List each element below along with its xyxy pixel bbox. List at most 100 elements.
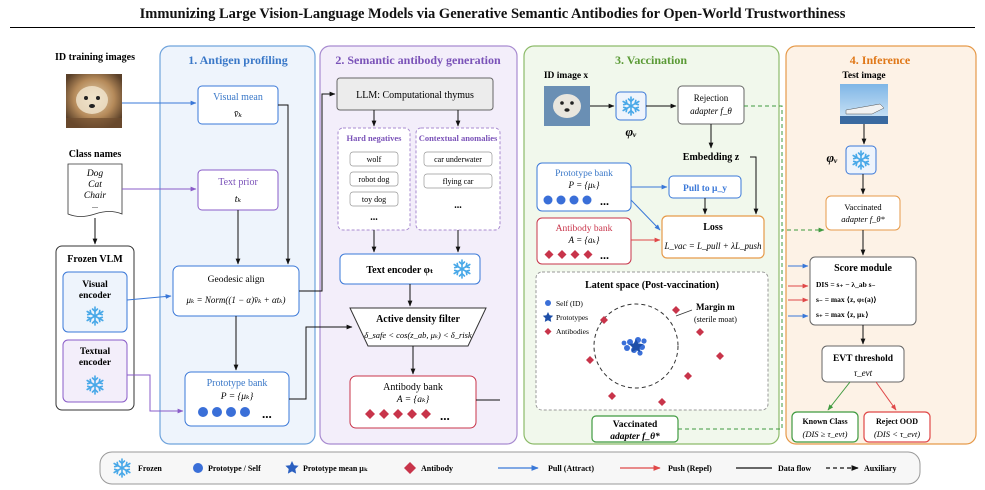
loss-box (661, 215, 765, 259)
vaccinated-adapter-label: adapter f_θ* (610, 431, 660, 442)
text-encoder-label: Text encoder φₜ (366, 265, 433, 276)
loss-formula: L_vac = L_pull + λL_push (663, 241, 762, 251)
rejection-adapter-label: Rejection (694, 93, 729, 103)
arrow-embedding-to-loss (750, 156, 759, 215)
legend-self-label: Self (ID) (556, 299, 583, 308)
legend-antibodies-label: Antibodies (556, 327, 589, 336)
antibody-bank-ellipsis: ... (600, 248, 609, 262)
hard-item-box (349, 171, 399, 187)
hard-item-label: toy dog (362, 195, 386, 204)
phi-v-label: φᵥ (827, 150, 839, 165)
arrow-evt-to-known (827, 381, 851, 411)
context-item-box (423, 151, 493, 167)
margin-label: Margin m (696, 302, 735, 312)
prototype-bank-formula: P = {μₖ} (568, 180, 600, 190)
prototype-dots (543, 195, 592, 205)
hard-negatives-label: Hard negatives (346, 133, 402, 143)
antibody-bank-formula: A = {aₖ} (568, 235, 600, 245)
context-item-label: car underwater (434, 155, 482, 164)
class-names-document (67, 163, 123, 217)
geodesic-formula: μₖ = Norm((1 − α)v̄ₖ + αtₖ) (185, 295, 285, 305)
antibody-bank-label: Antibody bank (556, 224, 613, 234)
visual-encoder-label: encoder (79, 291, 112, 301)
legend-antibody: Antibody (421, 464, 453, 473)
context-item-box (423, 173, 493, 189)
context-item-label: flying car (443, 177, 474, 186)
prototype-bank-ellipsis: ... (262, 406, 272, 421)
title-rule (10, 27, 975, 28)
hard-item-box (349, 151, 399, 167)
latent-antibodies (586, 306, 724, 406)
textual-encoder-label: Textual (80, 347, 111, 357)
arrow-prototype-to-loss (630, 199, 661, 231)
hard-item-label: wolf (367, 155, 382, 164)
text-prior-label: Text prior (218, 177, 258, 188)
geodesic-align-box (172, 265, 300, 317)
reject-ood-box (863, 411, 931, 443)
legend-prototype-dot (193, 463, 203, 473)
margin-pointer (675, 309, 693, 317)
class-names-label: Class names (69, 149, 122, 160)
frozen-vlm-label: Frozen VLM (67, 254, 123, 265)
test-image-label: Test image (842, 71, 885, 81)
visual-mean-symbol: v̄ₖ (234, 109, 242, 120)
class-name-item: Cat (88, 180, 102, 190)
phi-v-label: φᵥ (626, 124, 638, 139)
legend-prototypes-label: Prototypes (556, 313, 588, 322)
known-class-box (791, 411, 859, 443)
visual-encoder-box (62, 271, 128, 333)
evt-tau: τ_evt (854, 368, 873, 378)
arrow-align-to-llm (299, 91, 336, 292)
s-minus-formula: s₋ = max ⟨z, φₜ(a)⟩ (816, 295, 877, 304)
prototype-bank-ellipsis: ... (600, 194, 609, 208)
legend-pull: Pull (Attract) (548, 464, 594, 473)
prototype-star (629, 339, 643, 353)
legend-frozen: Frozen (138, 464, 162, 473)
visual-encoder-label: Visual (82, 280, 108, 290)
prototype-bank-formula: P = {μₖ} (220, 392, 254, 402)
llm-label: LLM: Computational thymus (356, 90, 474, 101)
panel2-title: 2. Semantic antibody generation (335, 53, 501, 67)
id-training-images-label: ID training images (55, 52, 135, 63)
id-image (544, 86, 590, 126)
vaccinated-adapter-label: adapter f_θ* (841, 214, 885, 224)
legend-star-icon (285, 461, 299, 474)
legend-prototype-star (542, 312, 554, 322)
legend-prototype-self: Prototype / Self (208, 464, 261, 473)
arrow-vaccinated-to-inference (678, 227, 825, 430)
antibody-diamonds (544, 250, 593, 259)
loss-label: Loss (703, 222, 723, 233)
test-image (840, 84, 888, 124)
text-prior-symbol: tₖ (235, 194, 242, 205)
legend-antibody-diamond (544, 328, 552, 335)
arrow-textual-encoder-to-bank (127, 374, 184, 414)
legend-push: Push (Repel) (668, 464, 712, 473)
antibody-diamonds (365, 409, 431, 419)
vaccinated-adapter-label: Vaccinated (844, 202, 882, 212)
vaccinated-adapter-label: Vaccinated (613, 420, 658, 430)
panel4-title: 4. Inference (850, 53, 911, 67)
legend-antibody-icon (404, 462, 416, 474)
panel3-title: 3. Vaccination (615, 53, 687, 67)
contextual-anomalies-label: Contextual anomalies (419, 133, 498, 143)
arrow-visual-mean-to-align (278, 104, 291, 265)
pull-label: Pull to μ_y (683, 184, 727, 194)
margin-circle (593, 303, 679, 389)
prototype-bank-label: Prototype bank (207, 378, 268, 389)
density-filter-trapezoid (349, 307, 487, 347)
panel1-title: 1. Antigen profiling (188, 53, 287, 67)
id-training-image (66, 74, 122, 128)
latent-space-title: Latent space (Post-vaccination) (585, 280, 719, 291)
evt-threshold-label: EVT threshold (833, 354, 894, 364)
arrow-evt-to-reject (875, 381, 897, 411)
rejection-adapter-label: adapter f_θ (690, 106, 732, 116)
class-name-item: Chair (84, 191, 106, 201)
legend-self-dot (545, 300, 551, 306)
geodesic-align-label: Geodesic align (208, 275, 265, 285)
embedding-label: Embedding z (683, 152, 740, 163)
textual-encoder-box (62, 339, 128, 403)
hard-item-label: robot dog (359, 175, 390, 184)
arrow-visual-encoder-to-align (126, 294, 172, 301)
auxiliary-adapter-link (744, 105, 783, 230)
